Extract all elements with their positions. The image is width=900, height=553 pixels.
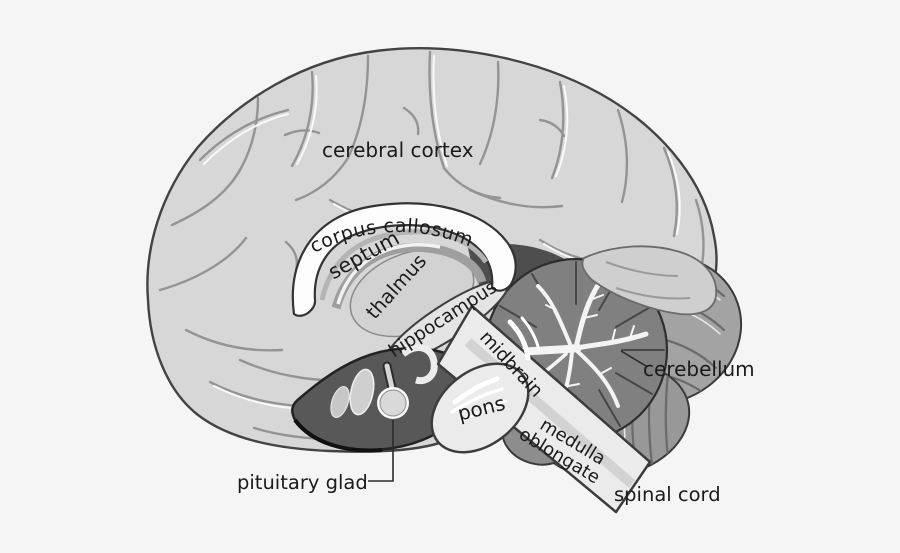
fornix-arc-highlight: [336, 243, 441, 305]
label-pituitary-glad: pituitary glad: [237, 471, 368, 494]
septum-arc-line: [319, 229, 489, 301]
pituitary-leader-line: [368, 420, 394, 482]
pituitary-shape: [377, 361, 409, 419]
fornix-column-hook: [400, 344, 438, 385]
label-cerebral-cortex: cerebral cortex: [322, 138, 474, 162]
label-cerebellum: cerebellum: [643, 357, 755, 381]
basal-light-oval: [349, 368, 375, 416]
cerebellum-leader-line: [620, 350, 647, 367]
corpus-callosum-shape: [291, 202, 517, 317]
occipital-lobe-overlay: [581, 245, 718, 316]
pons-shape: [430, 362, 530, 454]
basal-light-oval-small: [330, 385, 350, 419]
midbrain-streak: [507, 319, 531, 361]
label-spinal-cord: spinal cord: [614, 483, 721, 506]
